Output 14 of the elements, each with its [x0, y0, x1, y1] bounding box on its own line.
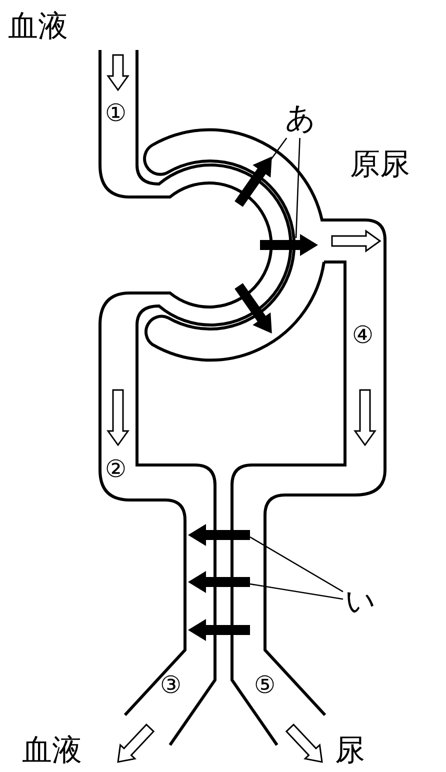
leader-line [250, 583, 344, 600]
leader-line [250, 536, 344, 592]
leader-line [295, 138, 300, 238]
filtrate-label: 原尿 [350, 148, 410, 182]
callout-number: ⑤ [254, 672, 276, 698]
blood-label: 血液 [8, 10, 68, 44]
callout-number: ② [105, 456, 127, 482]
urine-label: 尿 [335, 734, 365, 768]
callout-number: ④ [352, 322, 374, 348]
callout-number: ③ [160, 672, 182, 698]
blood-label: 血液 [22, 734, 82, 768]
callout-number: ① [105, 100, 127, 126]
callout-letter: い [345, 585, 376, 619]
callout-letter: あ [285, 102, 316, 136]
